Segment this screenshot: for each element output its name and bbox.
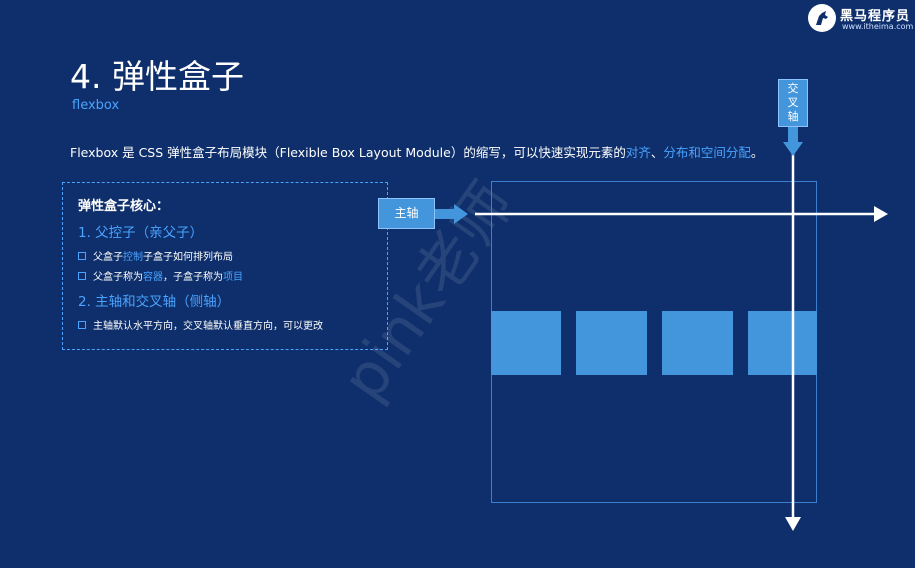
cross-axis-pointer: [788, 127, 798, 143]
page-subtitle: flexbox: [72, 98, 120, 113]
square-bullet-icon: [78, 252, 86, 260]
intro-end: 。: [750, 145, 764, 160]
page-title: 4. 弹性盒子: [70, 57, 244, 96]
bullet-item: 父盒子称为容器，子盒子称为项目: [78, 268, 243, 283]
flex-item: [576, 311, 647, 375]
intro-part1: Flexbox 是 CSS 弹性盒子布局模块（Flexible Box Layo…: [70, 145, 626, 160]
square-bullet-icon: [78, 272, 86, 280]
bullet-item: 主轴默认水平方向，交叉轴默认垂直方向，可以更改: [78, 317, 323, 332]
main-axis-label: 主轴: [378, 198, 435, 229]
bullet-text: 子盒子如何排列布局: [143, 252, 233, 263]
cross-axis-pointer-head: [783, 142, 803, 156]
cross-axis-arrowhead: [785, 517, 801, 531]
square-bullet-icon: [78, 321, 86, 329]
brand-logo: 黑马程序员 www.itheima.com: [808, 4, 914, 36]
flex-item: [491, 311, 561, 375]
flex-item: [662, 311, 733, 375]
flex-item: [748, 311, 817, 375]
bullet-highlight: 容器: [143, 272, 163, 283]
logo-url: www.itheima.com: [842, 22, 914, 31]
core-title: 弹性盒子核心：: [78, 199, 170, 214]
intro-text: Flexbox 是 CSS 弹性盒子布局模块（Flexible Box Layo…: [70, 142, 763, 161]
intro-highlight-distribution: 分布和空间分配: [663, 145, 751, 160]
bullet-text: 主轴默认水平方向，交叉轴默认垂直方向，可以更改: [93, 321, 323, 332]
bullet-highlight: 控制: [123, 252, 143, 263]
cross-axis-char: 轴: [787, 110, 799, 123]
cross-axis-char: 叉: [787, 96, 799, 109]
core-panel: [62, 182, 388, 350]
bullet-highlight: 项目: [223, 272, 243, 283]
main-axis-arrowhead: [874, 206, 888, 222]
intro-highlight-align: 对齐: [625, 145, 651, 160]
intro-separator: 、: [650, 145, 664, 160]
core-heading-2: 2. 主轴和交叉轴（侧轴）: [78, 294, 231, 310]
bullet-text: ，子盒子称为: [163, 272, 223, 283]
bullet-text: 父盒子称为: [93, 272, 143, 283]
bullet-text: 父盒子: [93, 252, 123, 263]
logo-name: 黑马程序员: [840, 9, 911, 24]
bullet-item: 父盒子控制子盒子如何排列布局: [78, 248, 233, 263]
cross-axis-char: 交: [787, 82, 799, 95]
cross-axis-label: 交 叉 轴: [778, 79, 808, 127]
core-heading-1: 1. 父控子（亲父子）: [78, 225, 204, 241]
horse-logo-icon: [808, 4, 836, 32]
